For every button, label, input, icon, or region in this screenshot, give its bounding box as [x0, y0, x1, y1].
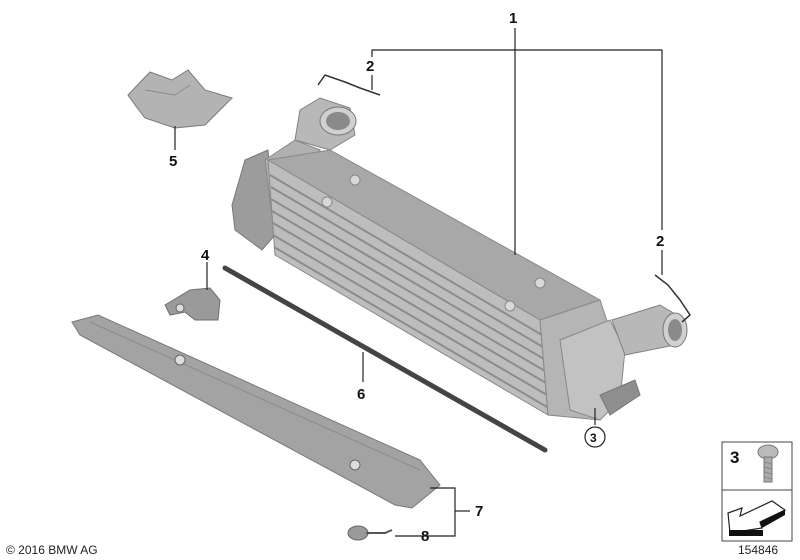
callout-2-upper: 2 [366, 58, 374, 75]
part-cover[interactable] [127, 69, 233, 129]
legend-box: 3 [721, 441, 793, 542]
part-hose-clip-lower[interactable] [654, 274, 691, 323]
leader-lines [174, 28, 663, 537]
part-hose-clip-upper[interactable] [317, 74, 381, 96]
part-seal-strip[interactable] [222, 265, 548, 453]
part-intercooler[interactable] [231, 97, 688, 421]
part-bracket[interactable] [164, 287, 221, 321]
legend-part-number: 3 [730, 448, 739, 467]
callout-8: 8 [421, 528, 429, 545]
part-clip[interactable] [347, 525, 393, 541]
arrow-icon [727, 500, 787, 536]
screw-icon [757, 444, 779, 483]
part-air-guide[interactable] [71, 314, 441, 509]
callout-4: 4 [201, 247, 210, 264]
diagram-id: 154846 [738, 543, 778, 557]
callout-5: 5 [169, 153, 177, 170]
callout-1: 1 [509, 10, 517, 27]
callout-3: 3 [590, 431, 597, 445]
callout-7: 7 [475, 503, 483, 520]
callout-6: 6 [357, 386, 365, 403]
callout-3-circle [584, 426, 606, 448]
copyright-text: © 2016 BMW AG [6, 543, 98, 557]
callout-2-lower: 2 [656, 233, 664, 250]
